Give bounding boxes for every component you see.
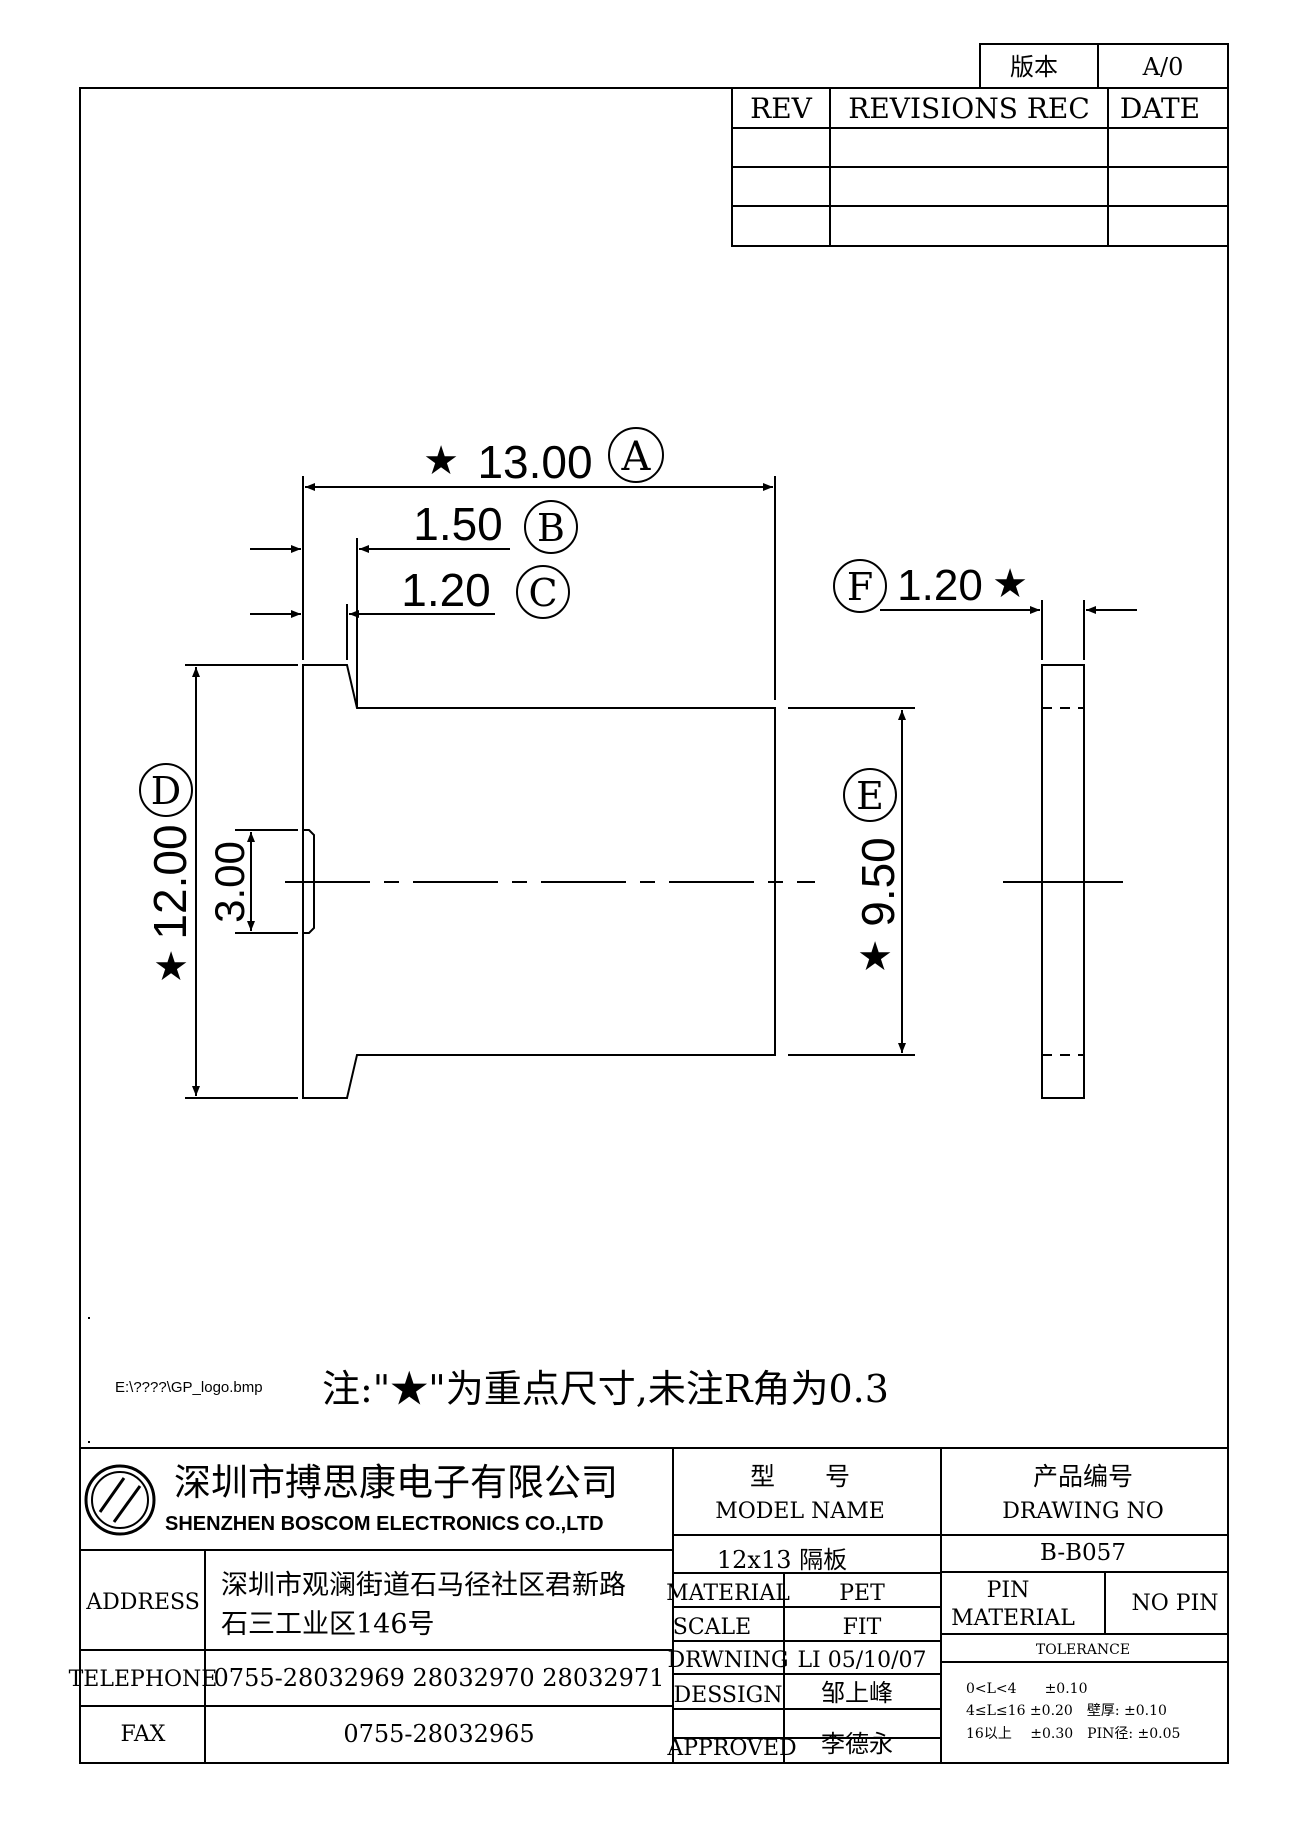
scale-value: FIT xyxy=(843,1615,882,1640)
dimension-a-letter: A xyxy=(621,434,652,480)
dimension-a-star: ★ xyxy=(423,438,459,484)
revision-table xyxy=(731,87,1229,247)
dimension-f-star: ★ xyxy=(992,561,1028,607)
drawing-border xyxy=(79,87,1229,1764)
dimension-a-balloon xyxy=(608,427,664,483)
pin-material-label-2: MATERIAL xyxy=(951,1606,1075,1631)
material-label: MATERIAL xyxy=(666,1581,790,1606)
dimension-e-value: 9.50 xyxy=(852,837,904,927)
design-value: 邹上峰 xyxy=(821,1679,893,1707)
drawing-no-label-chinese: 产品编号 xyxy=(1033,1462,1133,1491)
approved-label: APPROVED xyxy=(666,1736,796,1761)
dimension-b-letter: B xyxy=(537,506,565,550)
dimension-b-value: 1.50 xyxy=(413,498,503,550)
tolerance-title: TOLERANCE xyxy=(1036,1642,1130,1658)
side-view-extension-lines xyxy=(1041,600,1085,660)
side-view-hidden-lines xyxy=(1042,707,1084,1056)
version-value: A/0 xyxy=(1142,53,1184,81)
dimension-d-letter: D xyxy=(151,769,181,813)
pin-material-label-1: PIN xyxy=(987,1578,1030,1603)
dimension-a-value: 13.00 xyxy=(477,436,592,488)
title-block-grid xyxy=(80,1447,1228,1763)
dimension-f-letter: F xyxy=(847,565,873,609)
version-box: 版本 A/0 xyxy=(979,43,1229,89)
telephone-value: 0755-28032969 28032970 28032971 xyxy=(214,1664,665,1692)
dimension-c-letter: C xyxy=(528,571,557,615)
dimension-b-balloon xyxy=(524,500,578,554)
drawing-no-label-english: DRAWING NO xyxy=(1002,1499,1164,1524)
dimension-c-balloon xyxy=(516,565,570,619)
date-header: DATE xyxy=(1120,92,1200,125)
dimension-f-value: 1.20 xyxy=(897,561,983,610)
drawn-label: DRWNING xyxy=(667,1648,788,1673)
version-label: 版本 xyxy=(1010,53,1058,81)
dimension-slot-value: 3.00 xyxy=(206,841,253,923)
dimension-c-value: 1.20 xyxy=(401,564,491,616)
logo-file-path: E:\????\GP_logo.bmp xyxy=(115,1379,263,1396)
drawn-value: LI 05/10/07 xyxy=(797,1648,926,1673)
pin-material-value: NO PIN xyxy=(1131,1591,1218,1616)
note-text: 注:"★"为重点尺寸,未注R角为0.3 xyxy=(322,1367,889,1411)
design-label: DESSIGN xyxy=(674,1683,783,1708)
address-line-1: 深圳市观澜街道石马径社区君新路 xyxy=(221,1570,626,1601)
address-label: ADDRESS xyxy=(85,1590,200,1615)
drawing-no-value: B-B057 xyxy=(1040,1540,1126,1566)
dimension-f-balloon xyxy=(833,559,887,613)
material-value: PET xyxy=(839,1581,885,1606)
rev-header: REV xyxy=(750,92,813,125)
dimension-e-balloon xyxy=(843,768,897,822)
dimension-d-star: ★ xyxy=(153,944,189,990)
dimension-e-star: ★ xyxy=(857,934,893,980)
fax-label: FAX xyxy=(121,1722,166,1747)
tolerance-row-1: 0<L<4 ±0.10 xyxy=(966,1681,1087,1697)
dimension-e-letter: E xyxy=(856,774,884,818)
revisions-rec-header: REVISIONS REC xyxy=(848,92,1090,125)
approved-value: 李德永 xyxy=(821,1730,893,1758)
model-label-chinese: 型 号 xyxy=(750,1462,850,1491)
telephone-label: TELEPHONE xyxy=(69,1667,218,1692)
company-name-english: SHENZHEN BOSCOM ELECTRONICS CO.,LTD xyxy=(165,1513,604,1535)
company-logo xyxy=(84,1464,156,1536)
model-value: 12x13 隔板 xyxy=(717,1546,847,1574)
border-tick-marks xyxy=(88,1317,90,1443)
address-line-2: 石三工业区146号 xyxy=(221,1609,435,1640)
tolerance-row-2: 4≤L≤16 ±0.20 壁厚: ±0.10 xyxy=(966,1703,1167,1719)
company-name-chinese: 深圳市搏思康电子有限公司 xyxy=(174,1461,618,1504)
scale-label: SCALE xyxy=(673,1615,751,1640)
dimension-d-value: 12.00 xyxy=(144,824,196,939)
fax-value: 0755-28032965 xyxy=(343,1720,534,1748)
extension-lines xyxy=(185,476,915,1099)
dimension-d-balloon xyxy=(139,763,193,817)
model-label-english: MODEL NAME xyxy=(715,1499,885,1524)
tolerance-row-3: 16以上 ±0.30 PIN径: ±0.05 xyxy=(966,1726,1180,1742)
